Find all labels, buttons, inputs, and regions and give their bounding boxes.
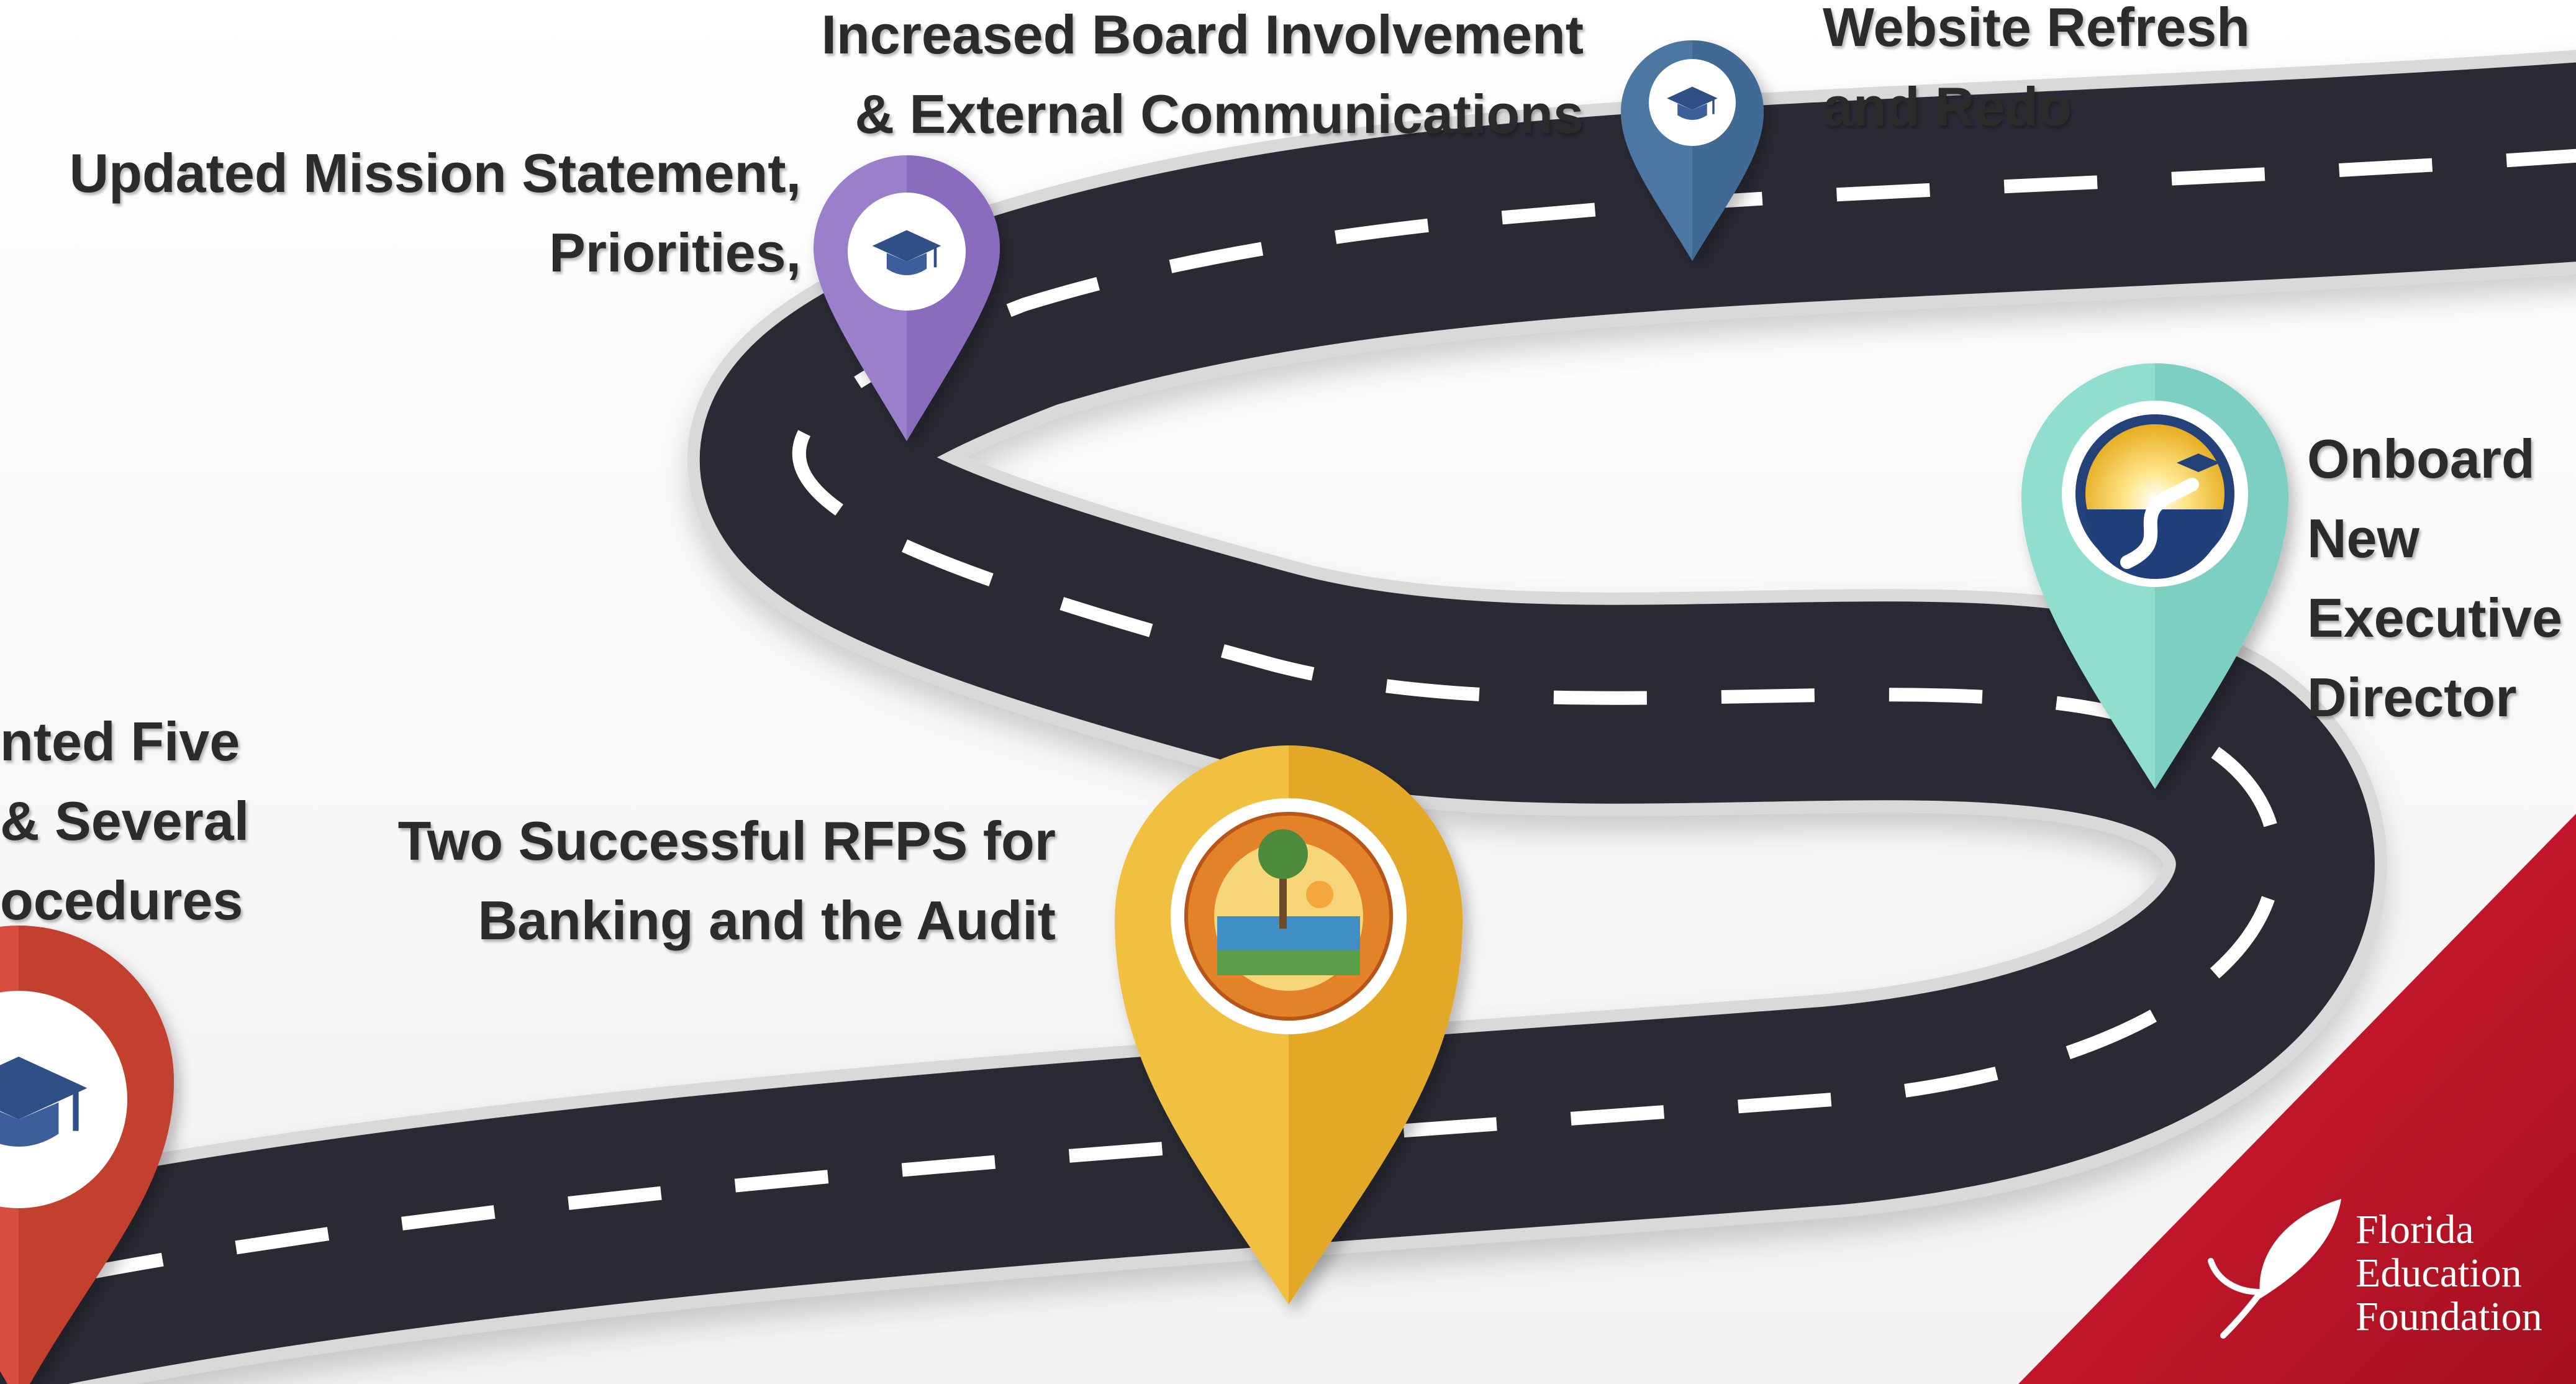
graduation-cap-icon <box>0 1057 88 1147</box>
rising-sun-road-icon <box>2075 414 2234 579</box>
milestone-policies: nted Five & Several ocedures <box>0 702 250 940</box>
milestone-executive: Onboard New Executive Director <box>2307 419 2562 737</box>
milestone-mission: Updated Mission Statement, Priorities, <box>0 134 801 293</box>
milestone-line: ocedures <box>0 870 243 931</box>
logo-line: Florida <box>2356 1207 2474 1252</box>
milestone-line: Two Successful RFPS for <box>397 810 1056 872</box>
graduation-cap-icon <box>872 230 941 275</box>
logo-line: Foundation <box>2356 1294 2542 1339</box>
graduation-cap-icon <box>1667 86 1718 121</box>
map-pin-policies <box>0 926 174 1384</box>
foundation-logo-text: Florida Education Foundation <box>2356 1208 2542 1339</box>
logo-line: Education <box>2356 1250 2522 1296</box>
milestone-board-involvement: Increased Board Involvement & External C… <box>733 0 1584 154</box>
leaf-logo-icon <box>2208 1199 2341 1339</box>
milestone-line: Updated Mission Statement, <box>69 142 801 204</box>
milestone-line: New <box>2307 508 2420 569</box>
map-pin-mission <box>814 155 1000 441</box>
milestone-line: Banking and the Audit <box>478 890 1056 951</box>
brand-corner <box>2018 814 2576 1384</box>
milestone-line: Website Refresh <box>1823 0 2250 58</box>
milestone-line: and Redo <box>1823 76 2072 137</box>
milestone-line: Increased Board Involvement <box>821 4 1584 65</box>
milestone-rfps: Two Successful RFPS for Banking and the … <box>348 801 1056 960</box>
milestone-website: Website Refresh and Redo <box>1823 0 2250 147</box>
milestone-line: & External Communications <box>855 83 1584 145</box>
milestone-line: Priorities, <box>549 222 801 283</box>
state-seal-icon <box>1184 812 1393 1021</box>
milestone-line: Director <box>2307 667 2517 728</box>
milestone-line: Onboard <box>2307 428 2535 489</box>
milestone-line: & Several <box>0 790 250 852</box>
milestone-line: nted Five <box>0 711 240 772</box>
milestone-line: Executive <box>2307 587 2562 649</box>
